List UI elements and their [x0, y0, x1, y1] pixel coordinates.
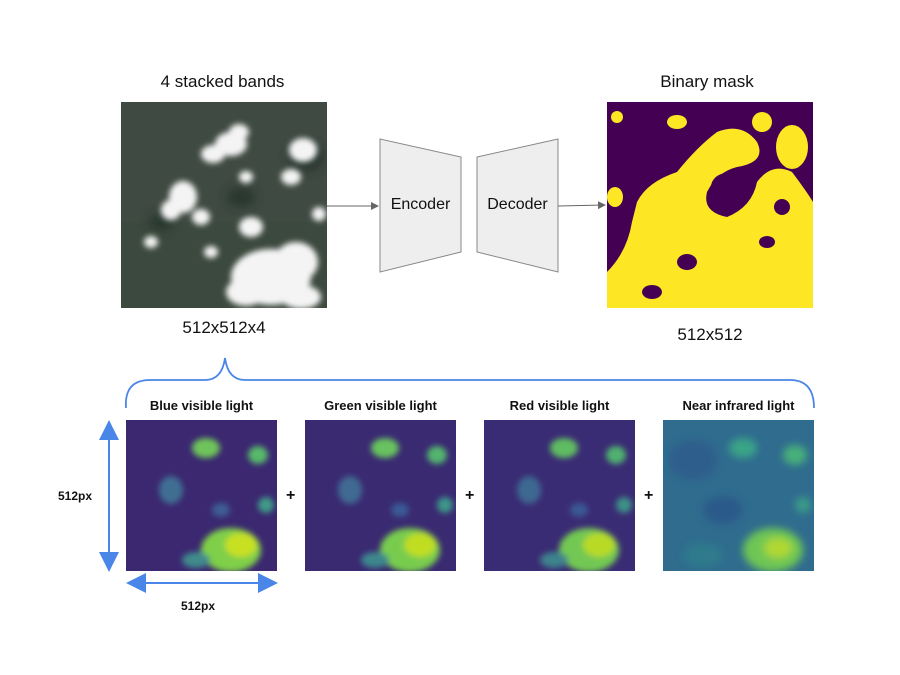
output-title: Binary mask [660, 72, 754, 91]
output-dimensions: 512x512 [677, 325, 743, 344]
plus-operator-1: + [286, 487, 296, 504]
encoder-block [379, 138, 462, 273]
height-dimension-label: 512px [58, 489, 93, 503]
band-label-blue: Blue visible light [149, 398, 254, 413]
input-dimensions: 512x512x4 [182, 318, 266, 337]
plus-operator-3: + [644, 487, 654, 504]
band-label-red: Red visible light [509, 398, 610, 413]
band-image-blue [126, 420, 277, 571]
band-image-nir [663, 420, 814, 571]
width-dimension-label: 512px [181, 599, 216, 613]
band-image-red [484, 420, 635, 571]
bands-brace [125, 357, 815, 409]
decoder-block [476, 138, 559, 273]
binary-mask-image [607, 102, 813, 308]
plus-operator-2: + [465, 487, 475, 504]
input-title: 4 stacked bands [160, 72, 285, 91]
arrow-decoder-to-mask [557, 201, 606, 210]
encoder-label: Encoder [390, 196, 451, 213]
band-label-green: Green visible light [324, 398, 437, 413]
band-image-green [305, 420, 456, 571]
band-label-nir: Near infrared light [682, 398, 795, 413]
decoder-label: Decoder [487, 196, 548, 213]
input-satellite-image [121, 102, 327, 308]
